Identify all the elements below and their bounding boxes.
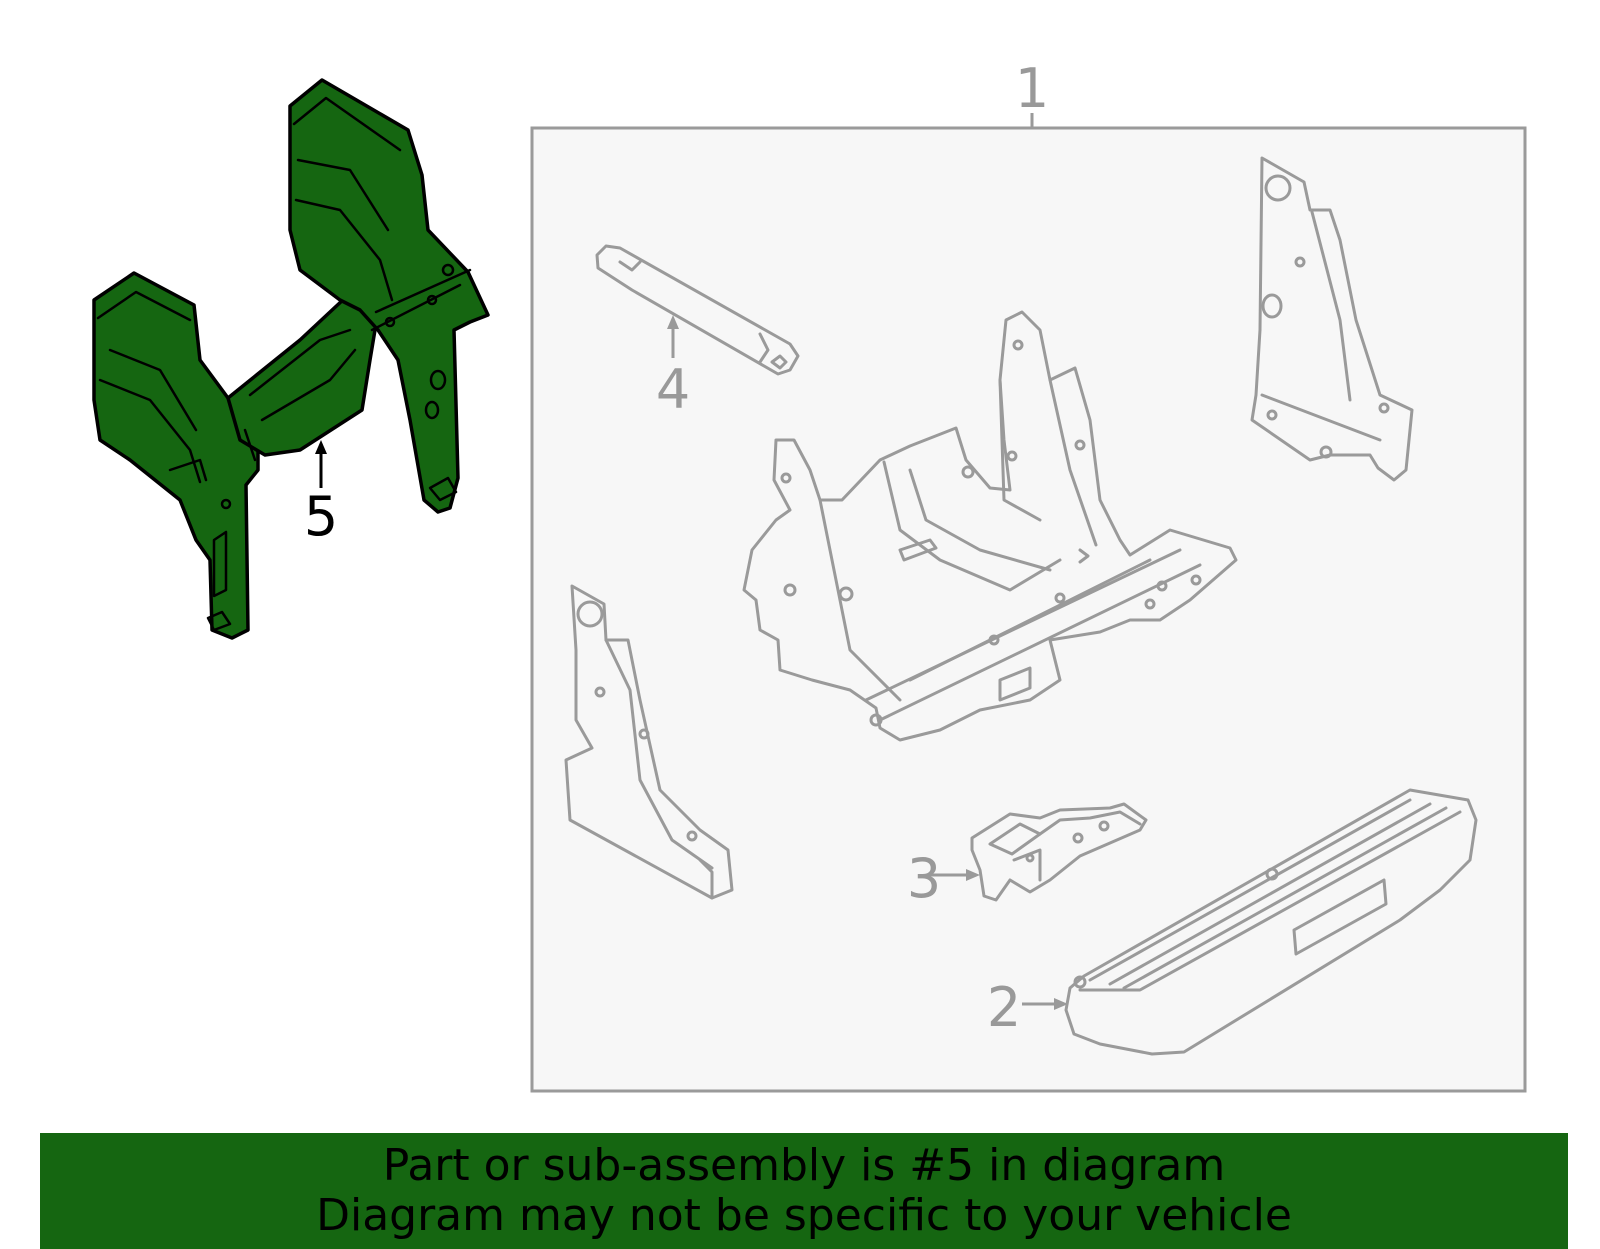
part-4-rod[interactable]	[595, 244, 800, 376]
banner-line-2: Diagram may not be specific to your vehi…	[316, 1190, 1292, 1241]
callout-5-arrowhead	[315, 440, 327, 454]
callout-2-arrowhead	[1054, 998, 1068, 1010]
part-5-highlighted[interactable]	[92, 78, 490, 640]
seat-frame[interactable]	[742, 310, 1238, 742]
info-banner: Part or sub-assembly is #5 in diagram Di…	[40, 1133, 1568, 1249]
assembly-box	[530, 126, 1527, 1093]
callout-3: 3	[907, 847, 941, 910]
callout-4-arrowhead	[667, 315, 679, 329]
callout-2: 2	[987, 976, 1021, 1039]
callout-1: 1	[1015, 57, 1049, 120]
banner-line-1: Part or sub-assembly is #5 in diagram	[382, 1140, 1226, 1191]
callout-4: 4	[656, 358, 690, 421]
part-2-step[interactable]	[1064, 788, 1478, 1056]
bracket-right[interactable]	[1250, 156, 1414, 482]
bracket-left[interactable]	[564, 584, 734, 900]
callout-3-arrowhead	[966, 869, 980, 881]
part-3-bracket[interactable]	[970, 802, 1148, 902]
callout-5: 5	[304, 485, 338, 548]
